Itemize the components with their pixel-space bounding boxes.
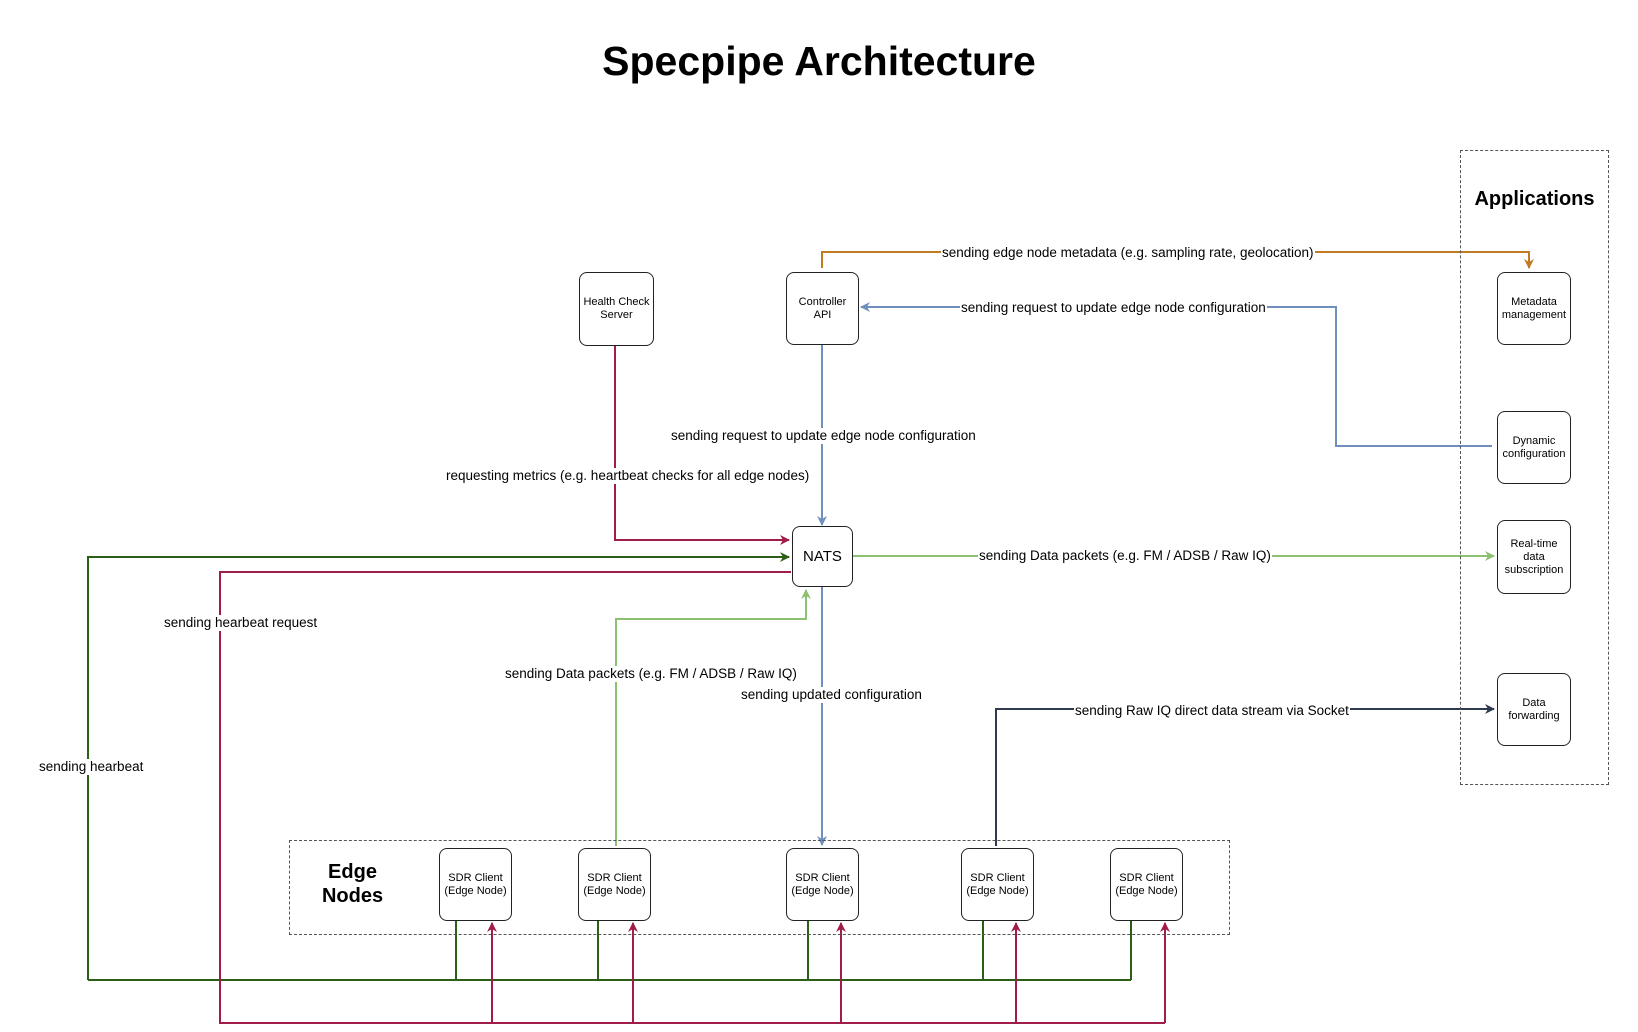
data-forwarding-node[interactable]: Data forwarding bbox=[1497, 673, 1571, 746]
update-request-top-edge-label: sending request to update edge node conf… bbox=[960, 300, 1267, 316]
sdr-client-node[interactable]: SDR Client (Edge Node) bbox=[578, 848, 651, 921]
sdr-client-node[interactable]: SDR Client (Edge Node) bbox=[439, 848, 512, 921]
applications-group-title: Applications bbox=[1474, 188, 1595, 210]
page-title: Specpipe Architecture bbox=[602, 38, 1036, 84]
edge-heartbeat bbox=[88, 920, 1132, 981]
sdr-client-node[interactable]: SDR Client (Edge Node) bbox=[961, 848, 1034, 921]
data-packets-out-edge-label: sending Data packets (e.g. FM / ADSB / R… bbox=[978, 548, 1272, 564]
heartbeat-request-edge-label: sending hearbeat request bbox=[163, 615, 319, 631]
sdr-client-node[interactable]: SDR Client (Edge Node) bbox=[786, 848, 859, 921]
sdr-client-node[interactable]: SDR Client (Edge Node) bbox=[1110, 848, 1183, 921]
edge-heartbeat-to-nats bbox=[87, 552, 790, 980]
edge-data-packets-in bbox=[615, 589, 811, 846]
edge-raw-iq-stream bbox=[995, 704, 1495, 846]
edge-requesting-metrics bbox=[614, 345, 790, 545]
edge-nodes-group-title: Edge Nodes bbox=[321, 861, 384, 907]
metadata-edge-label: sending edge node metadata (e.g. samplin… bbox=[941, 245, 1315, 261]
controller-api-node[interactable]: Controller API bbox=[786, 272, 859, 345]
heartbeat-edge-label: sending hearbeat bbox=[38, 759, 145, 775]
edge-update-request-top bbox=[860, 302, 1492, 447]
updated-configuration-edge-label: sending updated configuration bbox=[740, 687, 923, 703]
applications-group bbox=[1460, 150, 1609, 785]
realtime-data-subscription-node[interactable]: Real-time data subscription bbox=[1497, 520, 1571, 594]
metadata-management-node[interactable]: Metadata management bbox=[1497, 272, 1571, 345]
edge-heartbeat-request-trunk bbox=[219, 571, 1165, 1024]
data-packets-in-edge-label: sending Data packets (e.g. FM / ADSB / R… bbox=[504, 666, 798, 682]
health-check-server-node[interactable]: Health Check Server bbox=[579, 272, 654, 346]
update-request-mid-edge-label: sending request to update edge node conf… bbox=[670, 428, 977, 444]
raw-iq-stream-edge-label: sending Raw IQ direct data stream via So… bbox=[1074, 703, 1350, 719]
requesting-metrics-edge-label: requesting metrics (e.g. heartbeat check… bbox=[445, 468, 811, 484]
edge-nodes-group bbox=[289, 840, 1230, 935]
nats-node[interactable]: NATS bbox=[792, 526, 853, 587]
dynamic-configuration-node[interactable]: Dynamic configuration bbox=[1497, 411, 1571, 484]
